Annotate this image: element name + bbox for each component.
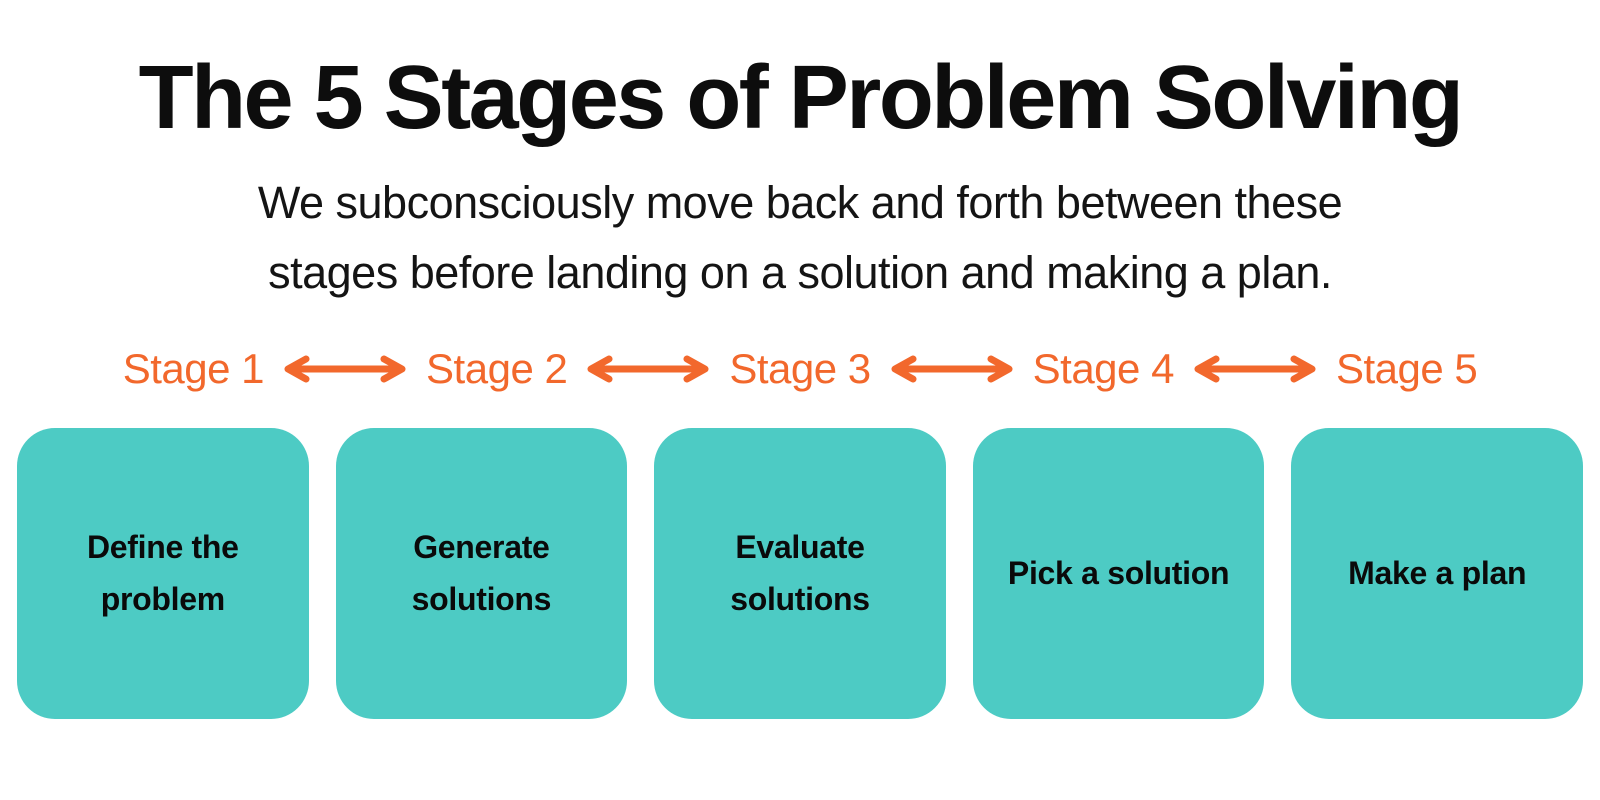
double-arrow-icon bbox=[587, 355, 709, 383]
stage-box-label: Define the problem bbox=[86, 529, 239, 618]
stage-box-4: Pick a solution bbox=[972, 427, 1265, 719]
stage-box-label: Make a plan bbox=[1348, 555, 1527, 592]
stage-box-2: Generate solutions bbox=[335, 427, 628, 719]
stage-label-1: Stage 1 bbox=[122, 344, 265, 392]
stage-row: Stage 1 Stage 2 Stage 3 Stage 4 Stage 5 bbox=[0, 344, 1600, 392]
subtitle: We subconsciously move back and forth be… bbox=[0, 168, 1600, 308]
stage-box-label: Pick a solution bbox=[1007, 555, 1230, 592]
stage-label-4: Stage 4 bbox=[1032, 344, 1175, 392]
stage-label-3: Stage 3 bbox=[729, 344, 871, 392]
page-title: The 5 Stages of Problem Solving bbox=[138, 48, 1464, 148]
stage-box-label: Generate solutions bbox=[411, 529, 552, 618]
stage-label-2: Stage 2 bbox=[426, 344, 568, 392]
stage-box-3: Evaluate solutions bbox=[654, 427, 946, 719]
double-arrow-icon bbox=[284, 355, 406, 383]
double-arrow-icon bbox=[891, 355, 1013, 383]
subtitle-line-1: We subconsciously move back and forth be… bbox=[257, 176, 1343, 228]
stage-box-1: Define the problem bbox=[17, 427, 309, 719]
stage-box-label: Evaluate solutions bbox=[730, 529, 870, 618]
stage-boxes: Define the problem Generate solutions Ev… bbox=[17, 427, 1583, 719]
double-arrow-icon bbox=[1194, 355, 1316, 383]
stage-box-5: Make a plan bbox=[1291, 427, 1583, 719]
stage-label-5: Stage 5 bbox=[1335, 344, 1478, 392]
subtitle-line-2: stages before landing on a solution and … bbox=[268, 246, 1332, 298]
